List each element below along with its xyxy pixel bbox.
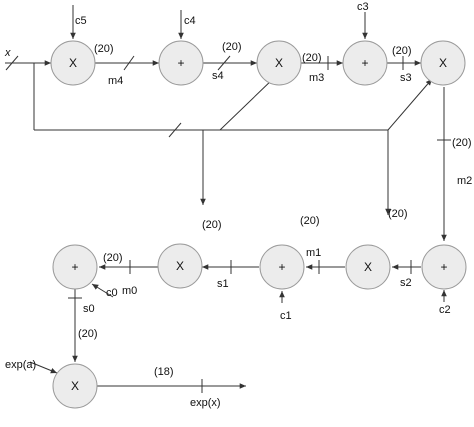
- label-w-m4: (20): [94, 43, 114, 55]
- label-m3: m3: [309, 72, 324, 84]
- node-add-c2: +: [421, 244, 467, 290]
- label-w-m2: (20): [452, 137, 472, 149]
- node-add-c4-op: +: [177, 56, 184, 70]
- node-add-c1: +: [259, 244, 305, 290]
- label-m2: m2: [457, 175, 472, 187]
- label-m4: m4: [108, 75, 123, 87]
- node-add-c0: +: [52, 244, 98, 290]
- wire-exp-a: [29, 361, 58, 374]
- node-mul-c5-op: X: [69, 56, 77, 70]
- label-w-s4: (20): [222, 41, 242, 53]
- node-mul-c5: X: [50, 40, 96, 86]
- node-mul-m2-op: X: [439, 56, 447, 70]
- wires: [5, 5, 447, 389]
- node-mul-s1-op: X: [176, 259, 184, 273]
- label-w-s1: (20): [202, 219, 222, 231]
- tick-s4: [217, 55, 231, 71]
- labels: x c5 c4 c3 (20) m4 (20) s4 (20) m3 (20) …: [4, 1, 472, 409]
- node-mul-m3: X: [256, 40, 302, 86]
- label-s1: s1: [217, 278, 229, 290]
- label-exp-a: exp(a): [5, 359, 36, 371]
- label-s2: s2: [400, 277, 412, 289]
- wire-x-to-mul-m2: [387, 78, 433, 131]
- label-s4: s4: [212, 70, 224, 82]
- node-mul-m3-op: X: [275, 56, 283, 70]
- label-w-m1: (20): [300, 215, 320, 227]
- label-x: x: [4, 47, 11, 59]
- node-add-c0-op: +: [71, 260, 78, 274]
- label-w-top-right: (20): [388, 208, 408, 220]
- label-c2: c2: [439, 304, 451, 316]
- label-s3: s3: [400, 72, 412, 84]
- node-add-c4: +: [158, 40, 204, 86]
- label-w-s0: (20): [78, 328, 98, 340]
- tick-bus: [168, 122, 182, 138]
- node-mul-s2-op: X: [364, 260, 372, 274]
- node-mul-m2: X: [420, 40, 466, 86]
- label-s0: s0: [83, 303, 95, 315]
- label-c5: c5: [75, 15, 87, 27]
- node-add-c3-op: +: [361, 56, 368, 70]
- label-c3: c3: [357, 1, 369, 13]
- label-c0: c0: [106, 287, 118, 299]
- tick-x-in: [5, 55, 19, 71]
- node-mul-s1: X: [157, 243, 203, 289]
- label-exp-x: exp(x): [190, 397, 221, 409]
- node-add-c2-op: +: [440, 260, 447, 274]
- wire-x-to-mul-m3: [219, 76, 276, 131]
- bus-ticks: [5, 55, 451, 393]
- label-c1: c1: [280, 310, 292, 322]
- label-w-m3: (20): [302, 52, 322, 64]
- label-m1: m1: [306, 247, 321, 259]
- node-add-c3: +: [342, 40, 388, 86]
- node-mul-out-op: X: [71, 379, 79, 393]
- node-add-c1-op: +: [278, 260, 285, 274]
- node-mul-out: X: [52, 363, 98, 409]
- label-w-m0: (20): [103, 252, 123, 264]
- tick-m4: [123, 55, 135, 71]
- label-w-out: (18): [154, 366, 174, 378]
- label-m0: m0: [122, 285, 137, 297]
- node-mul-s2: X: [345, 244, 391, 290]
- label-c4: c4: [184, 15, 196, 27]
- wire-c0: [91, 283, 114, 298]
- label-w-s3: (20): [392, 45, 412, 57]
